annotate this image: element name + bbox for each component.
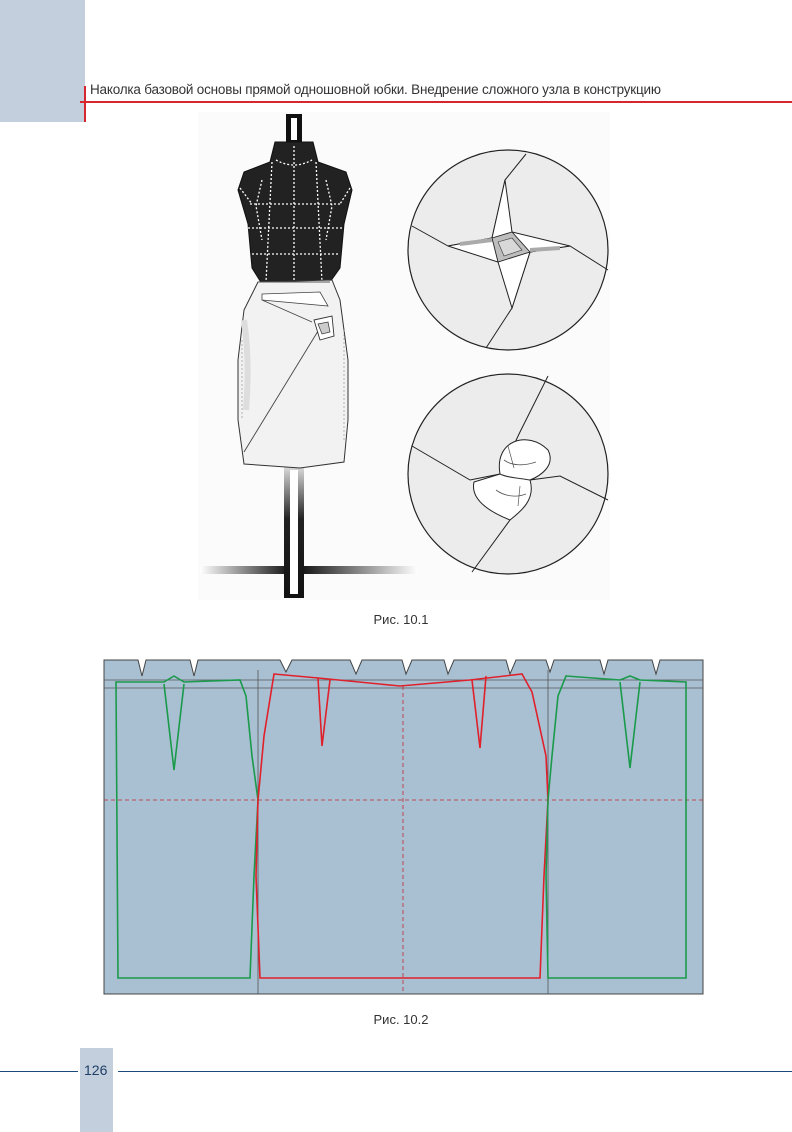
page-number: 126 xyxy=(84,1062,108,1078)
floor-shadow-left xyxy=(200,566,290,574)
skirt-waistband xyxy=(261,291,329,307)
mannequin xyxy=(200,114,418,598)
floor-shadow-right xyxy=(300,566,418,574)
corner-decoration-block xyxy=(0,0,85,122)
skirt-diagonal-seam xyxy=(243,317,327,453)
header-rule xyxy=(80,101,792,103)
figure-10-2 xyxy=(103,659,704,995)
running-header-title: Наколка базовой основы прямой одношовной… xyxy=(90,82,661,97)
pattern-sheet xyxy=(103,659,704,995)
footer-rule-right xyxy=(118,1071,792,1072)
skirt xyxy=(237,279,349,469)
footer-rule-left xyxy=(0,1071,78,1072)
footer-side-block xyxy=(80,1048,113,1132)
figure-caption-10-2: Рис. 10.2 xyxy=(373,1012,429,1027)
figure-10-1 xyxy=(198,112,610,600)
green-panel-left xyxy=(115,675,259,979)
figure-caption-10-1: Рис. 10.1 xyxy=(373,612,429,627)
stand-pole-inner xyxy=(290,470,298,594)
header-tick-mark xyxy=(84,86,86,122)
knot-detail-folded xyxy=(407,149,609,351)
knot-detail-gathered xyxy=(407,373,609,575)
green-panel-right xyxy=(545,675,687,979)
